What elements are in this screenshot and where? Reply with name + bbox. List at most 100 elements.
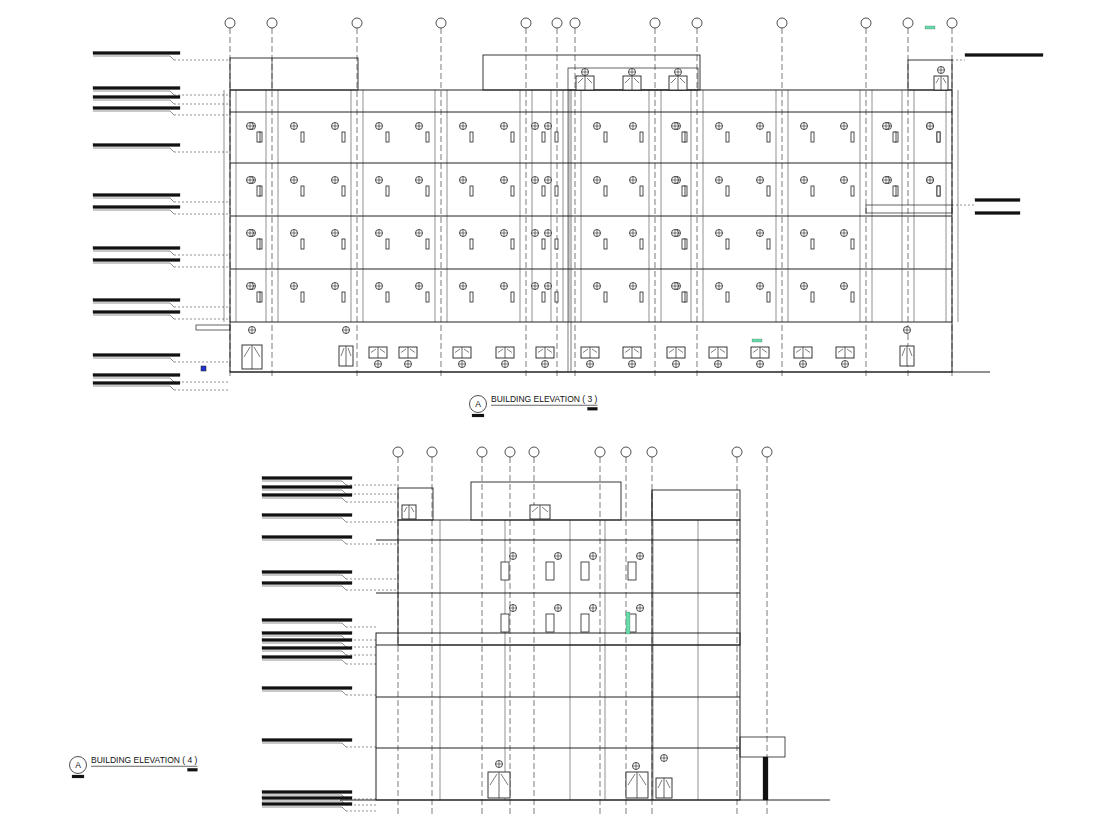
grid-line <box>737 457 738 815</box>
roof-parapet <box>908 60 952 90</box>
tag-line <box>632 361 633 368</box>
window-tag <box>460 177 467 184</box>
floor-line <box>376 697 740 698</box>
window-tag <box>247 283 254 290</box>
leader-line <box>93 56 170 57</box>
door-leaf <box>941 76 942 90</box>
window-symbol <box>682 239 685 249</box>
level-line <box>346 664 376 665</box>
tag-line <box>505 361 506 368</box>
grid-line <box>782 28 783 378</box>
door-swing <box>371 349 376 353</box>
window-symbol <box>546 614 554 632</box>
window-tag <box>841 177 848 184</box>
window-symbol <box>386 239 389 249</box>
grid-bubble <box>436 18 446 28</box>
window-tag <box>927 177 934 184</box>
door-symbol <box>496 347 514 358</box>
door-leaf <box>907 346 908 366</box>
door-swing <box>404 507 407 512</box>
window-symbol <box>726 239 729 249</box>
grid-line <box>626 457 627 815</box>
level-line <box>346 590 398 591</box>
grid-line <box>482 457 483 815</box>
leader-line <box>93 378 170 379</box>
window-symbol <box>301 132 304 142</box>
tag-line <box>675 123 676 130</box>
window-tag <box>332 123 339 130</box>
door-symbol <box>576 76 594 90</box>
door-symbol <box>530 505 550 519</box>
grid-bubble <box>225 18 235 28</box>
window-symbol <box>726 132 729 142</box>
grid-bubble <box>505 447 515 457</box>
window-symbol <box>511 186 514 196</box>
view-tag-letter: A <box>75 761 81 770</box>
tag-line <box>593 605 594 612</box>
level-tag <box>262 797 352 800</box>
leader-line <box>170 198 174 202</box>
tag-line <box>250 230 251 237</box>
roof-parapet <box>230 58 358 90</box>
level-tag <box>262 739 352 742</box>
window-tag <box>247 177 254 184</box>
window-symbol <box>640 186 643 196</box>
tag-line <box>504 123 505 130</box>
window-symbol <box>386 186 389 196</box>
window-tag <box>459 361 466 368</box>
roof-parapet <box>652 490 740 520</box>
window-tag <box>416 123 423 130</box>
door-symbol <box>402 505 416 519</box>
window-symbol <box>851 292 854 302</box>
grid-bubble <box>352 18 362 28</box>
floor-line <box>376 645 740 646</box>
window-tag <box>672 177 679 184</box>
level-line <box>174 382 230 383</box>
leader-line <box>170 315 174 319</box>
window-tag <box>545 123 552 130</box>
leader-line <box>262 691 342 692</box>
window-tag <box>637 605 644 612</box>
window-tag <box>291 230 298 237</box>
door-leaf <box>540 505 541 519</box>
door-swing <box>490 774 497 785</box>
door-leaf <box>378 347 379 358</box>
window-symbol <box>542 132 545 142</box>
window-tag <box>630 177 637 184</box>
leader-line <box>262 636 342 637</box>
leader-line <box>262 490 342 491</box>
level-tag <box>262 647 352 650</box>
tag-line <box>504 230 505 237</box>
grid-bubble <box>621 447 631 457</box>
door-swing <box>902 348 905 356</box>
window-tag <box>332 283 339 290</box>
level-tag <box>262 514 352 517</box>
window-tag <box>715 361 722 368</box>
level-line <box>346 655 376 656</box>
level-tag <box>93 354 180 357</box>
window-tag <box>247 123 254 130</box>
door-swing <box>847 349 852 353</box>
level-line <box>346 544 398 545</box>
door-swing <box>587 78 592 83</box>
mullion <box>569 90 570 322</box>
grid-bubble <box>732 447 742 457</box>
door-leaf <box>252 345 253 369</box>
tag-line <box>632 69 633 76</box>
door-swing <box>455 349 460 353</box>
window-tag <box>801 177 808 184</box>
level-tag <box>93 259 180 262</box>
window-symbol <box>893 132 896 142</box>
window-symbol <box>767 186 770 196</box>
window-tag <box>673 361 680 368</box>
door-symbol <box>669 76 687 90</box>
tag-line <box>419 177 420 184</box>
ground-line <box>340 800 830 801</box>
level-line <box>346 627 376 628</box>
window-tag <box>249 327 256 334</box>
roof-line <box>272 58 273 90</box>
window-tag <box>416 177 423 184</box>
window-symbol <box>604 239 607 249</box>
window-tag <box>460 283 467 290</box>
expansion-joint <box>571 90 572 372</box>
